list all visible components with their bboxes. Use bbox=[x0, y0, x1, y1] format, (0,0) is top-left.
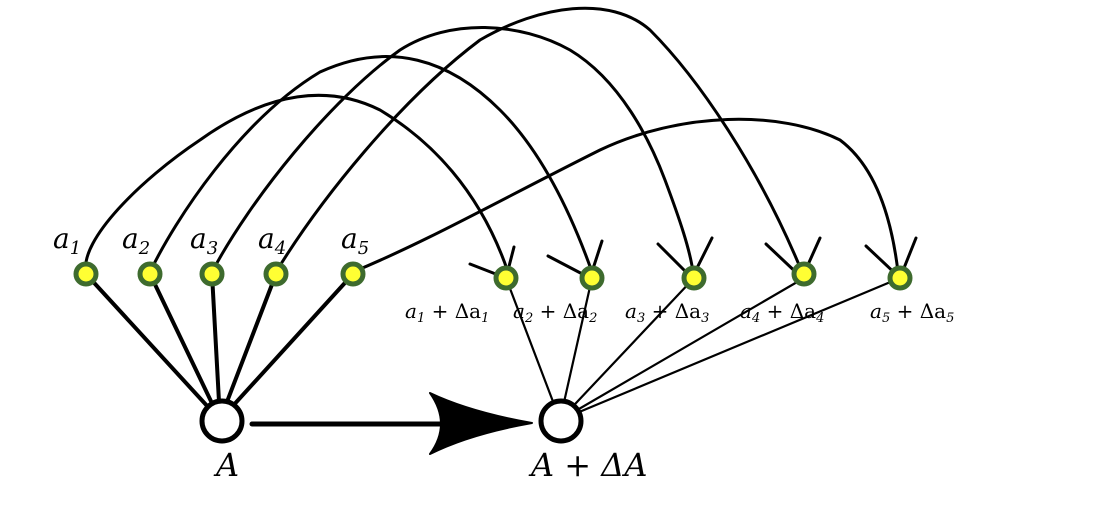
label-a3: a3 bbox=[190, 222, 218, 259]
element-node-t5 bbox=[887, 265, 913, 291]
element-node-t4 bbox=[791, 261, 817, 287]
label-t5: a5 + Δa5 bbox=[870, 299, 954, 326]
label-t2: a2 + Δa2 bbox=[513, 299, 597, 326]
set-transition-arrow bbox=[249, 392, 533, 455]
element-node-a4 bbox=[263, 261, 289, 287]
label-a5: a5 bbox=[341, 222, 369, 259]
line-A-a1 bbox=[84, 272, 222, 422]
source-element-nodes bbox=[73, 261, 366, 287]
line-AdA-t5 bbox=[558, 276, 902, 422]
label-t1: a1 + Δa1 bbox=[405, 299, 489, 326]
line-A-a5 bbox=[218, 272, 355, 422]
source-element-labels: a1 a2 a3 a4 a5 bbox=[53, 222, 369, 259]
set-node-A-plus-delta bbox=[538, 398, 584, 444]
line-A-a2 bbox=[148, 272, 222, 422]
element-node-t1 bbox=[493, 265, 519, 291]
line-AdA-t3 bbox=[558, 276, 696, 422]
element-node-t3 bbox=[681, 265, 707, 291]
target-membership-lines bbox=[504, 276, 902, 422]
label-a2: a2 bbox=[122, 222, 150, 259]
element-node-t2 bbox=[579, 265, 605, 291]
element-mapping-arcs bbox=[84, 6, 900, 274]
arc-a3 bbox=[210, 26, 695, 274]
line-A-a4 bbox=[218, 272, 278, 422]
line-AdA-t4 bbox=[558, 276, 806, 422]
arc-a5 bbox=[351, 117, 900, 274]
target-element-nodes bbox=[493, 261, 913, 291]
element-node-a3 bbox=[199, 261, 225, 287]
element-node-a5 bbox=[340, 261, 366, 287]
set-node-A bbox=[199, 398, 245, 444]
label-a1: a1 bbox=[53, 222, 81, 259]
line-A-a3 bbox=[210, 272, 222, 422]
label-set-A: A bbox=[213, 446, 239, 484]
label-t3: a3 + Δa3 bbox=[625, 299, 709, 326]
line-AdA-t2 bbox=[558, 276, 594, 422]
element-node-a2 bbox=[137, 261, 163, 287]
arc-a1 bbox=[84, 93, 510, 274]
source-membership-lines bbox=[84, 272, 355, 422]
target-element-labels: a1 + Δa1 a2 + Δa2 a3 + Δa3 a4 + Δa4 a5 +… bbox=[405, 299, 954, 326]
line-AdA-t1 bbox=[504, 276, 562, 422]
label-a4: a4 bbox=[258, 222, 286, 259]
arc-a4 bbox=[274, 6, 804, 274]
label-t4: a4 + Δa4 bbox=[740, 299, 824, 326]
element-node-a1 bbox=[73, 261, 99, 287]
label-set-A-plus-delta: A + ΔA bbox=[528, 446, 647, 484]
